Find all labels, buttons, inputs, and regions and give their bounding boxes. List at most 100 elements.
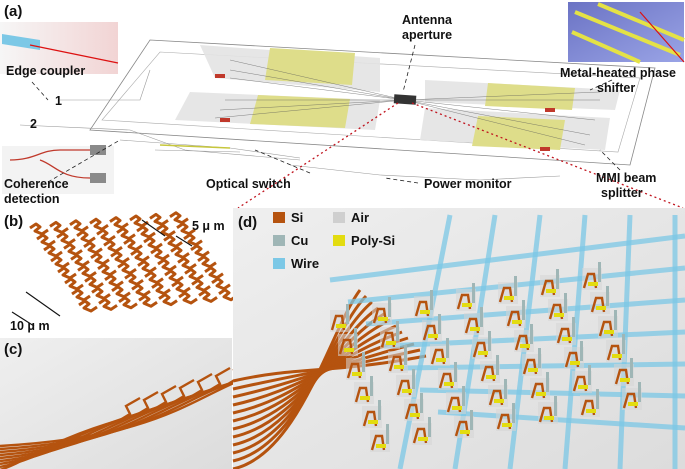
antenna-element bbox=[446, 396, 462, 413]
antenna-cells bbox=[330, 262, 642, 452]
legend-swatch bbox=[273, 212, 285, 223]
antenna-element bbox=[496, 413, 512, 430]
poly-si-heater bbox=[604, 330, 614, 334]
cu-via bbox=[588, 365, 591, 385]
poly-si-heater bbox=[462, 303, 472, 307]
poly-si-heater bbox=[420, 310, 430, 314]
cu-via bbox=[454, 362, 457, 382]
antenna-element bbox=[104, 274, 124, 288]
cu-via bbox=[514, 276, 517, 296]
antenna-element bbox=[170, 245, 190, 259]
waveguide bbox=[0, 376, 247, 451]
poly-si-heater bbox=[470, 327, 480, 331]
antenna-element bbox=[164, 269, 184, 283]
antenna-label-2: aperture bbox=[402, 28, 452, 42]
cu-via bbox=[470, 410, 473, 430]
antenna-element bbox=[414, 300, 430, 317]
antenna-element bbox=[136, 225, 156, 239]
antenna-label-1: Antenna bbox=[402, 13, 453, 27]
antenna-element bbox=[77, 264, 97, 278]
antenna-element bbox=[117, 261, 137, 275]
cu-via bbox=[522, 300, 525, 320]
antenna-element bbox=[178, 291, 198, 305]
poly-si-heater bbox=[386, 341, 396, 345]
antenna-element bbox=[582, 272, 598, 289]
cu-via bbox=[354, 328, 357, 348]
cu-via bbox=[430, 290, 433, 310]
antenna-element bbox=[116, 227, 136, 241]
panel-b: (b) 5 μ m 10 μ m bbox=[0, 210, 238, 338]
antenna-element bbox=[64, 277, 84, 291]
cu-via bbox=[614, 310, 617, 330]
phase-label-2: shifter bbox=[597, 81, 635, 95]
waveguide bbox=[0, 382, 229, 454]
antenna-element bbox=[78, 299, 98, 313]
antenna-element bbox=[70, 253, 90, 267]
antenna-element bbox=[49, 220, 69, 234]
edge-coupler-inset bbox=[0, 22, 119, 74]
fan-waveguides bbox=[214, 59, 601, 146]
poly-si-heater bbox=[512, 320, 522, 324]
antenna-element bbox=[614, 368, 630, 385]
port-2-label: 2 bbox=[30, 117, 37, 131]
antenna-element bbox=[57, 266, 77, 280]
poly-si-heater bbox=[360, 396, 370, 400]
poly-si-heater bbox=[528, 368, 538, 372]
antenna-element bbox=[396, 379, 412, 396]
poly-si-heater bbox=[378, 317, 388, 321]
cu-via bbox=[362, 352, 365, 372]
antenna-element bbox=[150, 247, 170, 261]
legend-swatch bbox=[333, 212, 345, 223]
antenna-element bbox=[218, 288, 238, 302]
poly-si-heater bbox=[612, 354, 622, 358]
antenna-element bbox=[438, 372, 454, 389]
cu-via bbox=[438, 314, 441, 334]
antenna-element bbox=[69, 219, 89, 233]
panel-c: (c) bbox=[0, 338, 285, 469]
poly-si-heater bbox=[520, 344, 530, 348]
antenna-element bbox=[171, 280, 191, 294]
antenna-element bbox=[123, 238, 143, 252]
antenna-element bbox=[480, 365, 496, 382]
poly-si-heater bbox=[444, 382, 454, 386]
cu-via bbox=[564, 293, 567, 313]
dimension-arrows bbox=[11, 219, 193, 327]
antenna-element bbox=[36, 233, 56, 247]
antenna-element bbox=[372, 307, 388, 324]
poly-si-heater bbox=[494, 399, 504, 403]
antenna-element bbox=[76, 230, 96, 244]
antenna-element bbox=[176, 222, 196, 236]
metal-wire bbox=[401, 361, 685, 371]
antenna-element bbox=[89, 217, 109, 231]
cu-via bbox=[396, 321, 399, 341]
antenna-element bbox=[50, 255, 70, 269]
cu-via bbox=[480, 307, 483, 327]
antenna-element bbox=[338, 338, 354, 355]
legend-label: Cu bbox=[291, 233, 308, 248]
antenna-element bbox=[91, 286, 111, 300]
antenna-element bbox=[143, 236, 163, 250]
antenna-element bbox=[157, 258, 177, 272]
antenna-element bbox=[197, 255, 217, 269]
antenna-element bbox=[572, 375, 588, 392]
antenna-element bbox=[204, 266, 224, 280]
zoom-leader-lines bbox=[237, 102, 684, 209]
port-1-label: 1 bbox=[55, 94, 62, 108]
poly-si-heater bbox=[344, 348, 354, 352]
poly-si-heater bbox=[352, 372, 362, 376]
antenna-element bbox=[548, 303, 564, 320]
cu-via bbox=[580, 341, 583, 361]
coherence-label-2: detection bbox=[4, 192, 60, 206]
antenna-element bbox=[580, 399, 596, 416]
cu-via bbox=[546, 372, 549, 392]
poly-si-heater bbox=[394, 365, 404, 369]
antenna-element bbox=[98, 297, 118, 311]
legend-label: Wire bbox=[291, 256, 319, 271]
poly-si-heater bbox=[570, 361, 580, 365]
poly-si-heater bbox=[562, 337, 572, 341]
leader-lines bbox=[31, 44, 621, 184]
cu-via bbox=[428, 417, 431, 437]
antenna-element bbox=[90, 252, 110, 266]
